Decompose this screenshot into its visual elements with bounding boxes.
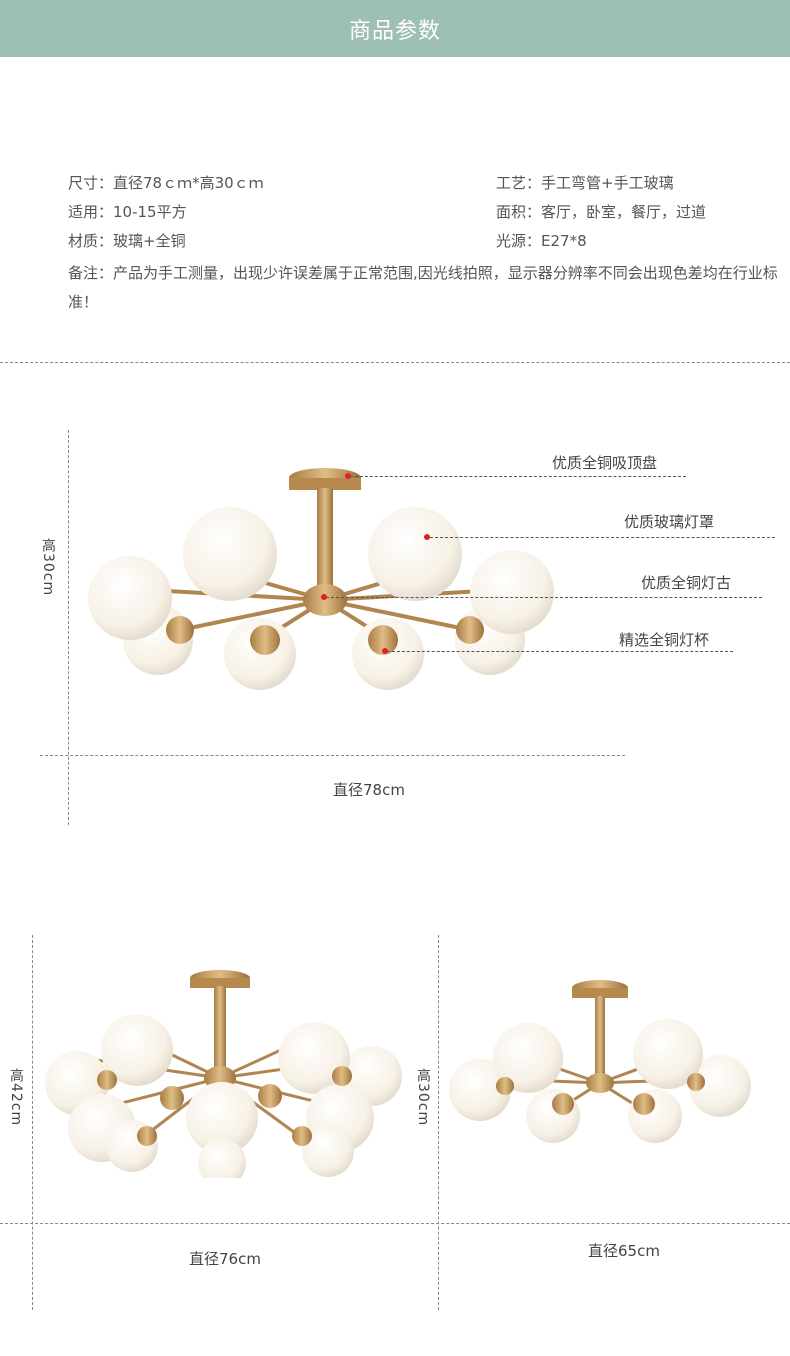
chandelier-12-image xyxy=(45,970,402,1178)
spec-material: 材质：玻璃+全铜 xyxy=(68,232,186,250)
width-guide-line xyxy=(40,755,625,756)
height-label: 高30cm xyxy=(415,1068,431,1127)
width-label: 直径65cm xyxy=(588,1242,660,1260)
spec-light: 光源：E27*8 xyxy=(496,232,587,250)
callout-line xyxy=(326,597,762,598)
width-label: 直径76cm xyxy=(189,1250,261,1268)
marker-dot xyxy=(382,648,388,654)
callout-line xyxy=(430,537,775,538)
height-guide-line xyxy=(68,430,69,825)
spec-craft: 工艺：手工弯管+手工玻璃 xyxy=(496,174,674,192)
callout-brass-cup: 精选全铜灯杯 xyxy=(619,631,710,649)
spec-size: 尺寸：直径78ｃｍ*高30ｃｍ xyxy=(68,174,264,192)
callout-glass-shade: 优质玻璃灯罩 xyxy=(624,513,715,531)
spec-area: 面积：客厅，卧室，餐厅，过道 xyxy=(496,203,707,221)
callout-ceiling-plate: 优质全铜吸顶盘 xyxy=(552,454,658,472)
height-guide-line xyxy=(438,935,439,1310)
section-header: 商品参数 xyxy=(0,0,790,57)
spec-suitable: 适用：10-15平方 xyxy=(68,203,187,221)
chandelier-8-image xyxy=(88,468,554,690)
section-title: 商品参数 xyxy=(348,18,441,44)
width-label: 直径78cm xyxy=(333,781,405,799)
spec-note: 备注：产品为手工测量，出现少许误差属于正常范围,因光线拍照，显示器分辨率不同会出… xyxy=(68,264,778,311)
marker-dot xyxy=(424,534,430,540)
callout-brass-hub: 优质全铜灯古 xyxy=(641,574,732,592)
height-guide-line xyxy=(32,935,33,1310)
marker-dot xyxy=(321,594,327,600)
chandelier-6-image xyxy=(449,980,751,1143)
marker-dot xyxy=(345,473,351,479)
width-guide-line xyxy=(0,1223,790,1224)
height-label: 高30cm xyxy=(40,538,56,597)
section-divider xyxy=(0,362,790,363)
callout-line xyxy=(387,651,733,652)
height-label: 高42cm xyxy=(8,1068,24,1127)
callout-line xyxy=(350,476,686,477)
